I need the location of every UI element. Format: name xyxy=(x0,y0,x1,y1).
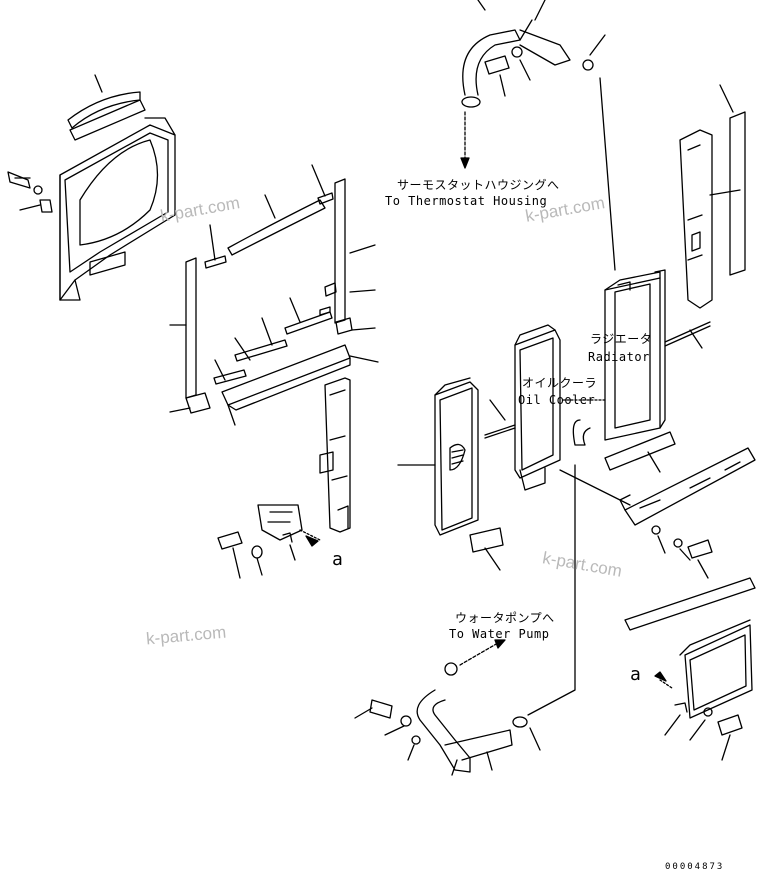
lower-hose-bolt-set xyxy=(369,699,421,745)
view-marker-left: a xyxy=(332,549,343,570)
radiator-bracket xyxy=(679,129,713,309)
radiator-label-jp: ラジエータ xyxy=(590,332,653,346)
shroud-cover xyxy=(67,91,146,141)
upper-hose xyxy=(461,29,571,108)
thermostat-label-en: To Thermostat Housing xyxy=(385,194,548,208)
core-seal xyxy=(469,527,504,553)
lower-bracket-left xyxy=(257,504,303,541)
vertical-seal-right xyxy=(334,178,346,324)
drawing-code: 00004873 xyxy=(665,862,725,872)
right-bracket-bolt-set xyxy=(651,525,713,559)
side-bracket-left xyxy=(319,377,351,533)
aftercooler-core xyxy=(434,377,479,536)
oilcooler-label-jp: オイルクーラ xyxy=(522,376,598,390)
waterpump-label-jp: ウォータポンプへ xyxy=(455,611,555,625)
radiator-side-seal xyxy=(729,111,746,276)
thermostat-label-jp: サーモスタットハウジングへ xyxy=(397,178,560,192)
view-marker-right: a xyxy=(630,664,641,685)
radiator xyxy=(604,269,666,441)
oil-cooler-rod xyxy=(484,424,516,439)
foam-blocks xyxy=(185,282,353,414)
vertical-seal-left xyxy=(185,257,197,399)
shroud-bolt-set xyxy=(7,171,53,213)
radiator-rod xyxy=(664,321,711,347)
lower-right-bracket xyxy=(619,447,756,526)
guard-bolt-set xyxy=(674,702,743,736)
upper-hose-bolt xyxy=(484,46,594,75)
radiator-label-en: Radiator xyxy=(588,350,650,364)
waterpump-label-en: To Water Pump xyxy=(449,627,550,641)
oil-cooler-pipe xyxy=(562,399,606,446)
lower-hose xyxy=(416,662,528,773)
bottom-seals xyxy=(213,311,351,411)
fan-shroud xyxy=(59,117,176,301)
top-seal xyxy=(204,192,334,269)
radiator-bottom-seal xyxy=(604,431,676,471)
oilcooler-label-en: Oil Cooler xyxy=(518,393,596,407)
oil-cooler xyxy=(514,324,561,491)
guard-panel xyxy=(624,577,756,719)
bracket-bolt-set xyxy=(217,531,293,559)
